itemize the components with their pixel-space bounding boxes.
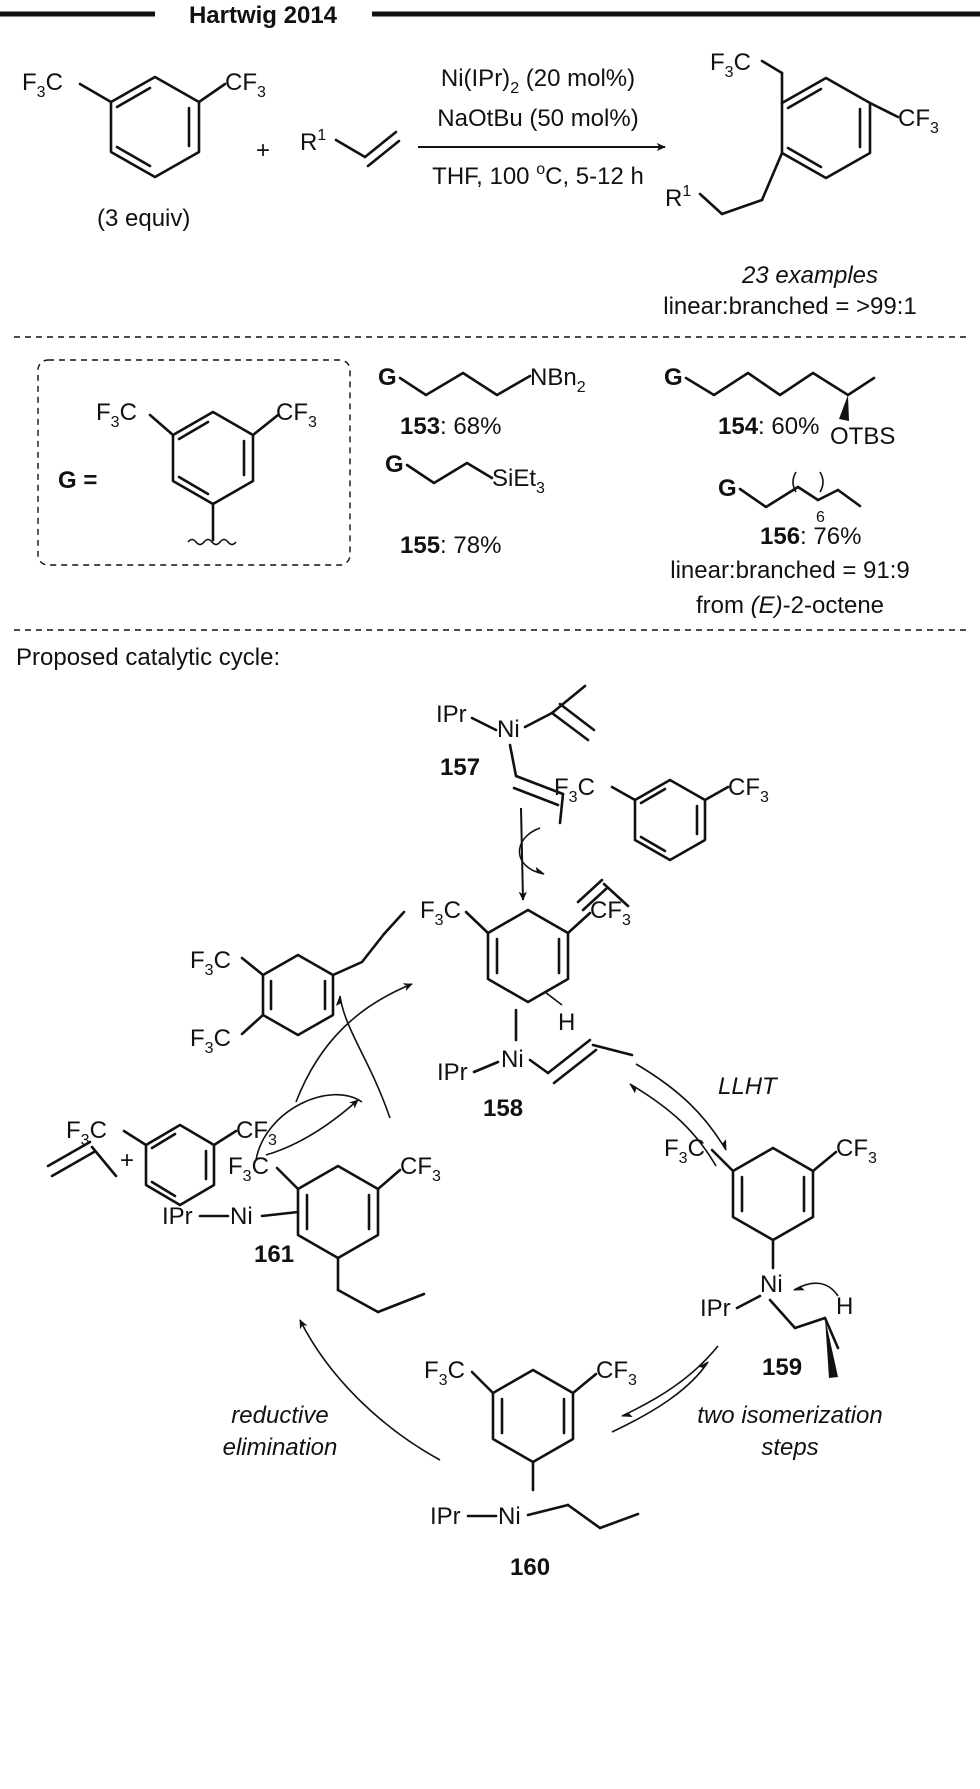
svg-text:F3C: F3C — [420, 897, 461, 929]
svg-text:153: 68%: 153: 68% — [400, 413, 501, 440]
isomerization-label-2: steps — [761, 1434, 818, 1461]
svg-text:R1: R1 — [665, 183, 691, 212]
svg-text:G: G — [378, 364, 397, 391]
incoming-reagents: + F3C CF3 — [46, 1117, 277, 1207]
selectivity-note: linear:branched = >99:1 — [663, 293, 917, 320]
svg-text:Ni: Ni — [498, 1503, 521, 1530]
isomerization-label-1: two isomerization — [697, 1402, 882, 1429]
main-reaction: F3C CF3 (3 equiv) + R1 Ni(IPr)2 (20 mol%… — [22, 49, 939, 320]
svg-text:G: G — [385, 451, 404, 478]
svg-text:F3C: F3C — [710, 49, 751, 81]
plus-sign: + — [256, 137, 270, 164]
svg-text:CF3: CF3 — [276, 399, 317, 431]
note-156: linear:branched = 91:9 — [670, 557, 910, 584]
svg-text:H: H — [558, 1009, 575, 1036]
svg-text:H: H — [836, 1293, 853, 1320]
arrow-157-158 — [518, 807, 630, 912]
examples-count: 23 examples — [741, 262, 878, 289]
svg-text:IPr: IPr — [430, 1503, 461, 1530]
reaction-arrow: Ni(IPr)2 (20 mol%) NaOtBu (50 mol%) THF,… — [418, 65, 666, 190]
svg-text:CF3: CF3 — [898, 105, 939, 137]
svg-text:F3C: F3C — [228, 1153, 269, 1185]
svg-text:CF3: CF3 — [236, 1117, 277, 1149]
svg-text:F3C: F3C — [554, 774, 595, 806]
isomerization-arrows: two isomerization steps — [611, 1345, 883, 1461]
svg-text:Ni(IPr)2 (20 mol%): Ni(IPr)2 (20 mol%) — [441, 65, 635, 97]
complex-160: F3C CF3 IPr Ni 160 — [424, 1357, 640, 1581]
svg-text:IPr: IPr — [437, 1059, 468, 1086]
svg-text:OTBS: OTBS — [830, 423, 895, 450]
svg-text:161: 161 — [254, 1241, 294, 1268]
substrate-equiv: (3 equiv) — [97, 205, 190, 232]
product-155: G SiEt3 155: 78% — [385, 451, 545, 559]
substrate-arene: F3C CF3 (3 equiv) — [22, 69, 266, 232]
complex-161: F3C CF3 IPr Ni 161 — [162, 1153, 441, 1314]
complex-159: F3C CF3 Ni IPr H 159 — [664, 1135, 877, 1381]
svg-text:CF3: CF3 — [728, 774, 769, 806]
svg-text:160: 160 — [510, 1554, 550, 1581]
reductive-label-2: elimination — [223, 1434, 338, 1461]
svg-text:G: G — [718, 475, 737, 502]
reductive-label-1: reductive — [231, 1402, 328, 1429]
complex-157: IPr Ni 157 — [436, 684, 596, 825]
incoming-arene: F3C CF3 — [554, 774, 769, 862]
svg-text:CF3: CF3 — [590, 897, 631, 929]
source-156: from (E)-2-octene — [696, 592, 884, 619]
svg-text:159: 159 — [762, 1354, 802, 1381]
svg-text:F3C: F3C — [664, 1135, 705, 1167]
svg-text:IPr: IPr — [436, 701, 467, 728]
svg-text:Ni: Ni — [230, 1203, 253, 1230]
svg-text:NBn2: NBn2 — [530, 364, 586, 396]
svg-text:SiEt3: SiEt3 — [492, 465, 545, 497]
svg-text:+: + — [120, 1147, 134, 1174]
svg-text:157: 157 — [440, 754, 480, 781]
product-arene: F3C CF3 R1 — [665, 49, 939, 216]
svg-text:CF3: CF3 — [836, 1135, 877, 1167]
svg-text:Ni: Ni — [760, 1271, 783, 1298]
svg-text:CF3: CF3 — [596, 1357, 637, 1389]
svg-text:Ni: Ni — [501, 1046, 524, 1073]
alkene-reagent: R1 — [300, 127, 401, 168]
g-definition: G = F3C CF3 — [37, 359, 351, 566]
svg-text:R1: R1 — [300, 127, 326, 156]
svg-text:F3C: F3C — [190, 947, 231, 979]
svg-text:154: 60%: 154: 60% — [718, 413, 819, 440]
product-154: G OTBS 154: 60% — [664, 364, 895, 450]
llht-label: LLHT — [718, 1073, 779, 1100]
svg-text:IPr: IPr — [162, 1203, 193, 1230]
svg-text:155: 78%: 155: 78% — [400, 532, 501, 559]
svg-text:F3C: F3C — [96, 399, 137, 431]
g-label: G = — [58, 467, 97, 494]
svg-text:CF3: CF3 — [225, 69, 266, 101]
arrow-161-158 — [255, 983, 413, 1161]
svg-text:158: 158 — [483, 1095, 523, 1122]
svg-text:CF3: CF3 — [400, 1153, 441, 1185]
svg-text:F3C: F3C — [22, 69, 63, 101]
svg-text:Ni: Ni — [497, 716, 520, 743]
cycle-title: Proposed catalytic cycle: — [16, 644, 280, 671]
svg-text:NaOtBu (50 mol%): NaOtBu (50 mol%) — [437, 105, 638, 132]
header-title: Hartwig 2014 — [189, 2, 338, 29]
svg-text:6: 6 — [816, 509, 825, 526]
released-product: F3C F3C — [190, 910, 406, 1057]
svg-text:F3C: F3C — [424, 1357, 465, 1389]
llht-arrows: LLHT — [629, 1063, 779, 1167]
svg-text:F3C: F3C — [66, 1117, 107, 1149]
arrow-160-161: reductive elimination — [223, 1319, 441, 1461]
product-153: G NBn2 153: 68% — [378, 364, 586, 440]
complex-158: F3C CF3 H IPr Ni 158 — [420, 897, 634, 1122]
svg-text:156: 76%: 156: 76% — [760, 523, 861, 550]
svg-text:G: G — [664, 364, 683, 391]
header: Hartwig 2014 — [0, 2, 980, 29]
svg-text:THF, 100 oC, 5-12 h: THF, 100 oC, 5-12 h — [432, 161, 644, 190]
svg-text:F3C: F3C — [190, 1025, 231, 1057]
svg-text:IPr: IPr — [700, 1295, 731, 1322]
product-156: G 6 156: 76% linear:branched = 91:9 from… — [670, 471, 910, 619]
